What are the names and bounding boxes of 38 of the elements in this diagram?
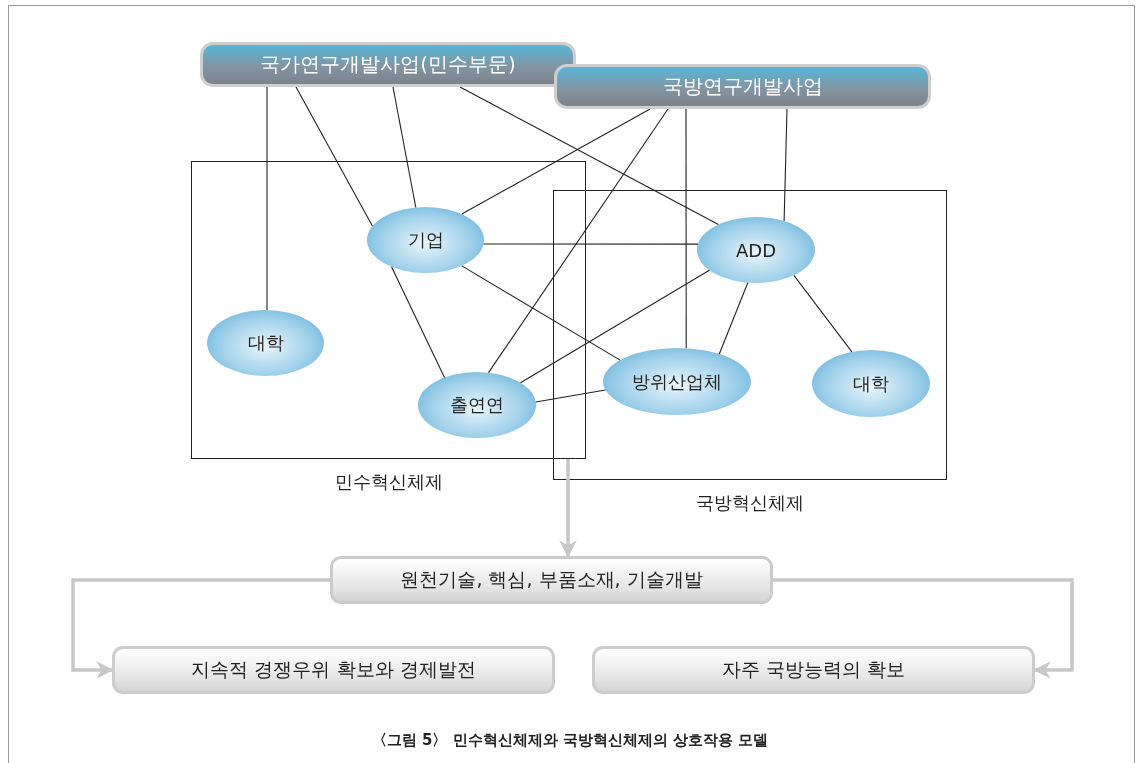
node-label: ADD xyxy=(735,239,776,261)
connector-line xyxy=(483,243,699,245)
node-label: 원천기술, 핵심, 부품소재, 기술개발 xyxy=(400,567,703,592)
node-label: 국가연구개발사업(민수부문) xyxy=(260,51,516,78)
connector-line xyxy=(392,86,417,209)
figure-caption: 〈그림 5〉 민수혁신체제와 국방혁신체제의 상호작용 모델 xyxy=(371,731,769,749)
connector-line xyxy=(390,266,446,378)
outcome-box xyxy=(592,646,1035,694)
connector-line xyxy=(459,86,719,226)
flow-arrow xyxy=(773,578,1074,679)
node-label: 방위산업체 xyxy=(632,369,722,394)
connector-line xyxy=(461,108,651,215)
connector-line xyxy=(487,108,669,374)
flow-arrow xyxy=(71,578,330,679)
connector-line xyxy=(295,86,373,227)
connector-line xyxy=(718,282,749,355)
flow-arrow xyxy=(559,459,577,558)
outcome-box xyxy=(112,646,555,694)
program-banner xyxy=(200,42,576,87)
node-label: 자주 국방능력의 확보 xyxy=(721,657,906,682)
connector-line xyxy=(783,108,788,222)
connector-line xyxy=(519,269,710,384)
system-label: 민수혁신체제 xyxy=(333,470,444,494)
connector-line xyxy=(793,274,853,353)
node-label: 대학 xyxy=(247,331,284,355)
node-label: 기업 xyxy=(407,228,444,252)
connector-line xyxy=(535,389,606,403)
program-banner xyxy=(554,64,931,109)
system-label: 국방혁신체제 xyxy=(695,491,805,515)
actor-ellipse xyxy=(367,207,484,273)
node-label: 대학 xyxy=(853,371,889,396)
node-label: 국방연구개발사업 xyxy=(662,73,823,100)
node-label: 지속적 경쟁우위 확보와 경제발전 xyxy=(191,657,476,682)
node-label: 출연연 xyxy=(450,393,504,417)
outcome-box xyxy=(330,556,773,604)
connector-line xyxy=(461,265,621,361)
connector-line xyxy=(685,108,687,349)
connector-line xyxy=(266,86,268,311)
